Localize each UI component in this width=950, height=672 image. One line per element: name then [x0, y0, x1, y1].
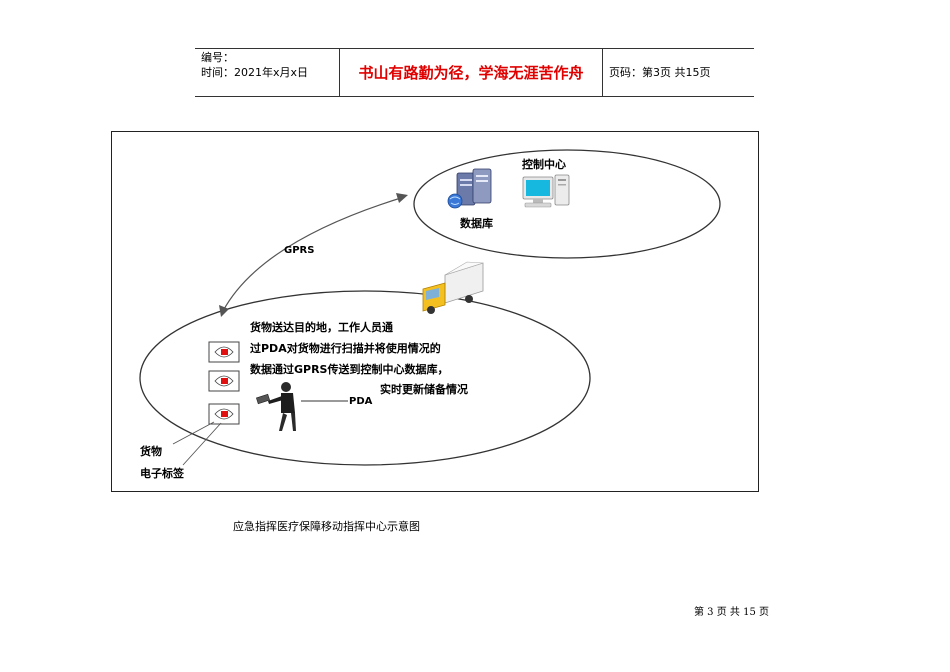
header-bottom-rule: [195, 96, 754, 97]
description-line-4: 实时更新储备情况: [380, 383, 468, 396]
goods-label: 货物: [140, 445, 162, 458]
database-server-icon: [447, 168, 492, 209]
goods-pointer-line: [172, 421, 215, 445]
header-top-rule: [195, 48, 754, 49]
gprs-label: GPRS: [284, 245, 315, 256]
diagram-graphics: [139, 149, 721, 466]
header-divider-left: [339, 48, 340, 96]
pda-label: PDA: [349, 396, 373, 407]
truck-icon: [422, 261, 484, 314]
control-center-label: 控制中心: [522, 158, 566, 171]
diagram-frame: [111, 131, 759, 492]
rfid-tag-icon: [208, 370, 240, 392]
description-line-2: 过PDA对货物进行扫描并将使用情况的: [250, 342, 441, 355]
electronic-tag-label: 电子标签: [140, 467, 184, 480]
gprs-arc: [222, 196, 405, 312]
rfid-tag-icon: [208, 341, 240, 363]
header-time-label: 时间：2021年x月x日: [201, 66, 309, 79]
arrow-head-top: [396, 193, 408, 203]
description-line-3: 数据通过GPRS传送到控制中心数据库，: [250, 363, 449, 376]
worker-scanning-icon: [255, 382, 296, 431]
header-divider-right: [602, 48, 603, 96]
computer-icon: [522, 174, 570, 208]
tag-pointer-line: [182, 422, 222, 466]
control-center-ellipse: [413, 149, 721, 259]
page-footer: 第 3 页 共 15 页: [694, 607, 769, 618]
description-line-1: 货物送达目的地，工作人员通: [250, 321, 393, 334]
header-motto: 书山有路勤为径，学海无涯苦作舟: [358, 63, 584, 82]
header-number-label: 编号：: [201, 51, 234, 64]
rfid-tag-icon: [208, 403, 240, 425]
database-label: 数据库: [460, 217, 493, 230]
field-ellipse: [139, 290, 591, 466]
arrow-head-bottom: [219, 305, 229, 317]
header-page-code: 页码：第3页 共15页: [609, 66, 711, 79]
figure-caption: 应急指挥医疗保障移动指挥中心示意图: [233, 520, 420, 533]
